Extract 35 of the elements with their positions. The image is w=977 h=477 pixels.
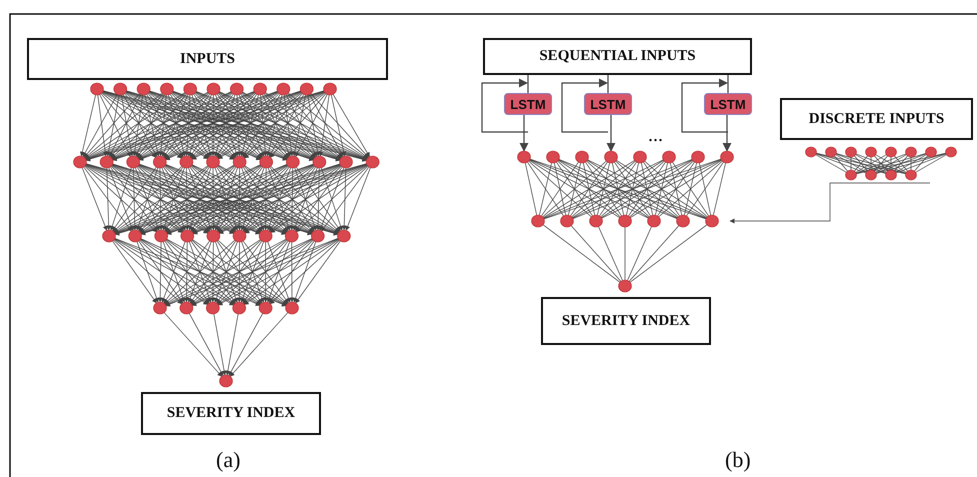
neuron-row xyxy=(805,146,957,158)
panel-label: (a) xyxy=(216,447,240,473)
arrow xyxy=(481,78,528,133)
arrow xyxy=(730,182,930,224)
ellipsis: ... xyxy=(648,124,663,147)
connection-lines xyxy=(112,238,341,306)
text-box: INPUTS xyxy=(27,38,388,80)
neuron-row xyxy=(90,82,337,96)
text-box: SEQUENTIAL INPUTS xyxy=(483,38,752,75)
panel-label: (b) xyxy=(725,447,751,473)
connection-lines xyxy=(164,312,288,377)
text-box: DISCRETE INPUTS xyxy=(780,98,973,140)
arrow xyxy=(722,115,732,152)
neuron-row xyxy=(73,156,380,168)
arrow xyxy=(561,78,608,133)
text-box: SEVERITY INDEX xyxy=(141,392,321,435)
lstm-block: LSTM xyxy=(504,93,552,115)
arrow xyxy=(606,115,616,152)
connection-lines xyxy=(542,224,708,283)
neuron-circle xyxy=(618,280,632,292)
text-box: SEVERITY INDEX xyxy=(541,297,711,345)
connection-lines xyxy=(814,152,948,174)
arrow xyxy=(520,115,528,152)
connection-lines xyxy=(82,163,371,236)
arrow xyxy=(681,78,728,133)
lstm-block: LSTM xyxy=(704,93,752,115)
lstm-block: LSTM xyxy=(584,93,632,115)
neuron-row xyxy=(153,302,299,314)
neuron-row xyxy=(517,150,734,164)
connection-lines xyxy=(80,90,370,162)
neuron-row xyxy=(102,230,351,242)
neuron-row xyxy=(845,170,917,180)
neuron-circle xyxy=(219,374,233,388)
connection-lines xyxy=(524,158,726,220)
neuron-row xyxy=(531,214,719,228)
